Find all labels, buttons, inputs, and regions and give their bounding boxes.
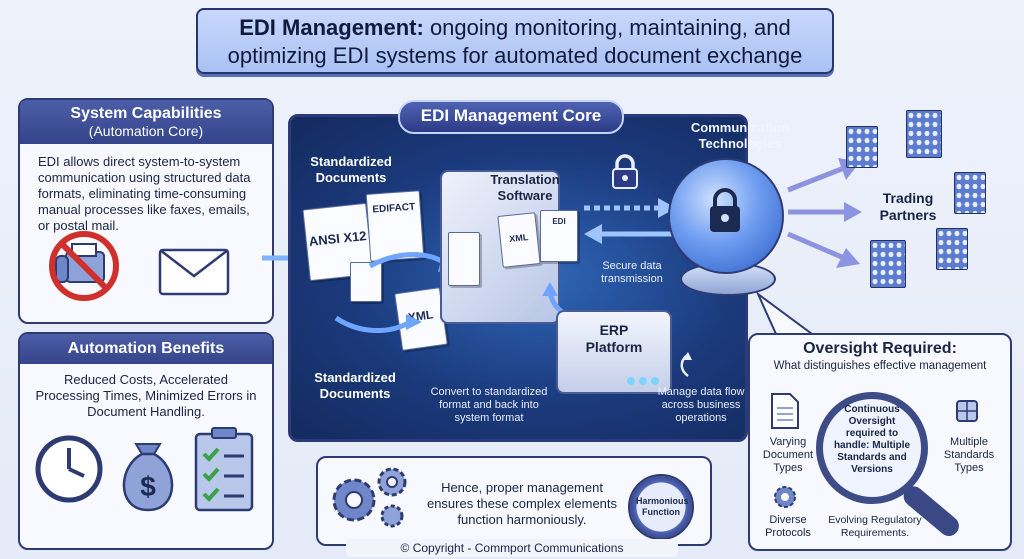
partner-arrows-icon bbox=[787, 158, 862, 268]
xml-doc-in-box: XML bbox=[497, 212, 541, 268]
svg-text:$: $ bbox=[140, 471, 156, 502]
diverse-protocols-label: Diverse Protocols bbox=[765, 514, 811, 539]
magnifier-icon bbox=[816, 392, 928, 504]
automation-benefits-header: Automation Benefits bbox=[20, 334, 272, 364]
small-document bbox=[350, 262, 382, 302]
title-line-1: EDI Management: ongoing monitoring, main… bbox=[239, 15, 791, 40]
continuous-oversight-label: Continuous Oversight required to handle:… bbox=[833, 404, 911, 475]
oversight-subheading: What distinguishes effective management bbox=[773, 360, 987, 372]
harmonious-function-badge: Harmonious Function bbox=[628, 474, 694, 540]
convert-caption: Convert to standardized format and back … bbox=[430, 386, 548, 424]
manage-data-caption: Manage data flow across business operati… bbox=[657, 386, 745, 424]
no-fax-icon bbox=[49, 231, 119, 301]
system-capabilities-subheading: (Automation Core) bbox=[88, 123, 204, 139]
trading-partners-label: Trading Partners bbox=[879, 190, 937, 223]
system-capabilities-heading: System Capabilities bbox=[70, 105, 222, 122]
title-line-2: optimizing EDI systems for automated doc… bbox=[227, 43, 803, 68]
edi-doc-in-box: EDI bbox=[540, 210, 578, 262]
network-icon bbox=[956, 400, 978, 422]
secure-transmission-caption: Secure data transmission bbox=[601, 260, 663, 285]
envelope-icon bbox=[158, 248, 230, 296]
globe-lock-icon bbox=[710, 188, 740, 232]
system-capabilities-panel: System Capabilities (Automation Core) ED… bbox=[18, 98, 274, 324]
oversight-heading: Oversight Required: bbox=[803, 340, 957, 357]
building-icon-3 bbox=[954, 172, 986, 214]
gears-icon bbox=[332, 467, 407, 528]
erp-lights-icon bbox=[627, 377, 659, 385]
edi-core-label: EDI Management Core bbox=[398, 100, 624, 134]
automation-benefits-text: Reduced Costs, Accelerated Processing Ti… bbox=[35, 372, 257, 419]
evolving-regulatory-label: Evolving Regulatory Requirements. bbox=[828, 514, 922, 539]
oversight-pointer-icon bbox=[756, 292, 816, 335]
automation-benefits-heading: Automation Benefits bbox=[67, 340, 225, 357]
transmission-arrows-icon bbox=[584, 198, 676, 244]
standardized-documents-bottom: Standardized Documents bbox=[314, 370, 396, 401]
document-icon bbox=[771, 393, 799, 429]
building-icon-1 bbox=[846, 126, 878, 168]
standardized-documents-top: Standardized Documents bbox=[310, 154, 392, 185]
communication-technologies-label: Communication Technologies bbox=[690, 120, 790, 151]
doc-in-box-left bbox=[448, 232, 480, 286]
building-icon-4 bbox=[870, 240, 906, 288]
page-title-banner: EDI Management: ongoing monitoring, main… bbox=[196, 8, 834, 74]
multiple-standards-types-label: Multiple Standards Types bbox=[943, 436, 995, 474]
harmony-text: Hence, proper management ensures these c… bbox=[426, 480, 618, 527]
building-icon-2 bbox=[906, 110, 942, 158]
lock-icon bbox=[612, 154, 638, 189]
money-bag-icon: $ bbox=[122, 443, 174, 512]
system-capabilities-header: System Capabilities (Automation Core) bbox=[20, 100, 272, 144]
system-capabilities-text: EDI allows direct system-to-system commu… bbox=[38, 154, 251, 233]
varying-document-types-label: Varying Document Types bbox=[762, 436, 814, 474]
clock-icon bbox=[35, 435, 103, 503]
oversight-header: Oversight Required: What distinguishes e… bbox=[750, 335, 1010, 374]
gear-icon bbox=[774, 486, 796, 508]
copyright-text: © Copyright - Commport Communications bbox=[346, 539, 678, 557]
manage-arrow-icon bbox=[680, 352, 692, 377]
checklist-icon bbox=[194, 427, 254, 512]
automation-benefits-panel: Automation Benefits Reduced Costs, Accel… bbox=[18, 332, 274, 550]
building-icon-5 bbox=[936, 228, 968, 270]
erp-platform-label: ERP Platform bbox=[585, 322, 643, 355]
translation-software-label: Translation Software bbox=[490, 172, 560, 203]
